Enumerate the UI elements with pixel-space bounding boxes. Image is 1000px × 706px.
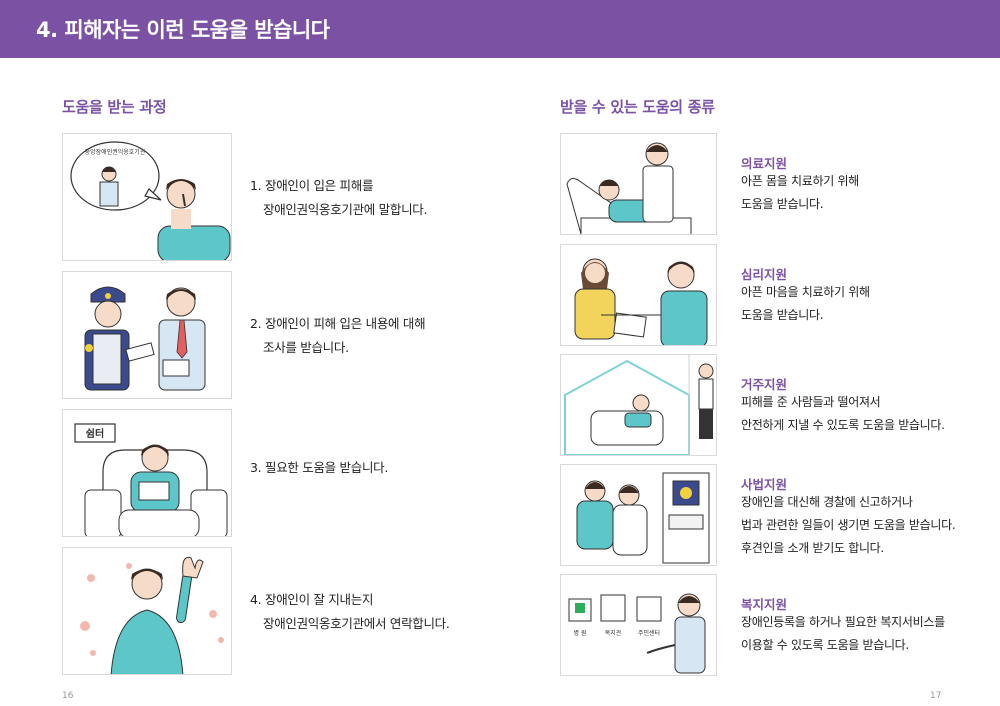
step4-illustration: [62, 547, 232, 675]
right-page-number: 17: [930, 691, 942, 701]
residential-support-desc: 피해를 준 사람들과 떨어져서 안전하게 지낼 수 있도록 도움을 받습니다.: [741, 395, 945, 432]
welfare-center-label: 복지관: [605, 629, 622, 637]
hospital-label: 병 원: [574, 629, 587, 637]
legal-support-desc: 장애인을 대신해 경찰에 신고하거나 법과 관련한 일들이 생기면 도움을 받습…: [741, 495, 956, 555]
agency-sign-text: 중앙장애인권익옹호기관: [85, 148, 146, 156]
shelter-sign-text: 쉼터: [86, 427, 104, 440]
legal-support-title: 사법지원: [741, 477, 788, 492]
welfare-support-title: 복지지원: [741, 597, 788, 612]
welfare-illustration: 병 원 복지관 주민센터: [560, 574, 717, 676]
step1-text: 1. 장애인이 입은 피해를 장애인권익옹호기관에 말합니다.: [250, 178, 428, 217]
psychological-support-desc: 아픈 마음을 치료하기 위해 도움을 받습니다.: [741, 285, 870, 322]
left-page-number: 16: [62, 691, 74, 701]
page-title: 4. 피해자는 이런 도움을 받습니다: [36, 18, 330, 42]
welfare-support-desc: 장애인등록을 하거나 필요한 복지서비스를 이용할 수 있도록 도움을 받습니다…: [741, 615, 945, 652]
medical-support-desc: 아픈 몸을 치료하기 위해 도움을 받습니다.: [741, 174, 859, 211]
step2-illustration: [62, 271, 232, 399]
step1-illustration: 중앙장애인권익옹호기관: [62, 133, 232, 261]
step2-text: 2. 장애인이 피해 입은 내용에 대해 조사를 받습니다.: [250, 316, 426, 355]
medical-support-title: 의료지원: [741, 156, 788, 171]
page-header: 4. 피해자는 이런 도움을 받습니다: [0, 0, 1000, 58]
residential-support-title: 거주지원: [741, 377, 788, 392]
medical-illustration: [560, 133, 717, 235]
legal-illustration: [560, 464, 717, 566]
step4-text: 4. 장애인이 잘 지내는지 장애인권익옹호기관에서 연락합니다.: [250, 592, 450, 631]
process-section-title: 도움을 받는 과정: [62, 98, 167, 116]
step3-illustration: 쉼터: [62, 409, 232, 537]
residential-illustration: [560, 354, 717, 456]
psychological-support-title: 심리지원: [741, 267, 788, 282]
community-center-label: 주민센터: [638, 629, 660, 637]
support-types-title: 받을 수 있는 도움의 종류: [560, 98, 715, 116]
psychological-illustration: [560, 244, 717, 346]
step3-text: 3. 필요한 도움을 받습니다.: [250, 460, 389, 475]
